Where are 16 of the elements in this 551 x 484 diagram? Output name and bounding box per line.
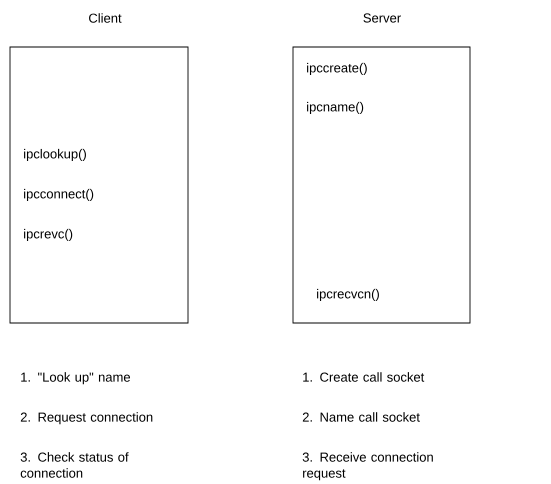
list-item: 3. Receive connection request bbox=[302, 452, 433, 480]
list-item: 2. Request connection bbox=[20, 412, 152, 424]
function-name: ipcname() bbox=[307, 102, 364, 114]
function-name: ipcrevc() bbox=[24, 228, 72, 242]
function-name: ipccreate() bbox=[307, 62, 367, 76]
box-heading: Client bbox=[89, 13, 122, 23]
process-box bbox=[10, 46, 188, 324]
function-name: ipcconnect() bbox=[24, 188, 94, 202]
box-heading: Server bbox=[363, 13, 401, 23]
list-item: 3. Check status of connection bbox=[20, 452, 129, 478]
function-name: ipclookup() bbox=[24, 148, 86, 162]
function-name: ipcrecvcn() bbox=[317, 288, 379, 302]
list-item: 2. Name call socket bbox=[302, 412, 420, 422]
process-box bbox=[292, 46, 470, 324]
list-item: 1. "Look up" name bbox=[21, 372, 130, 384]
list-item: 1. Create call socket bbox=[303, 372, 424, 382]
